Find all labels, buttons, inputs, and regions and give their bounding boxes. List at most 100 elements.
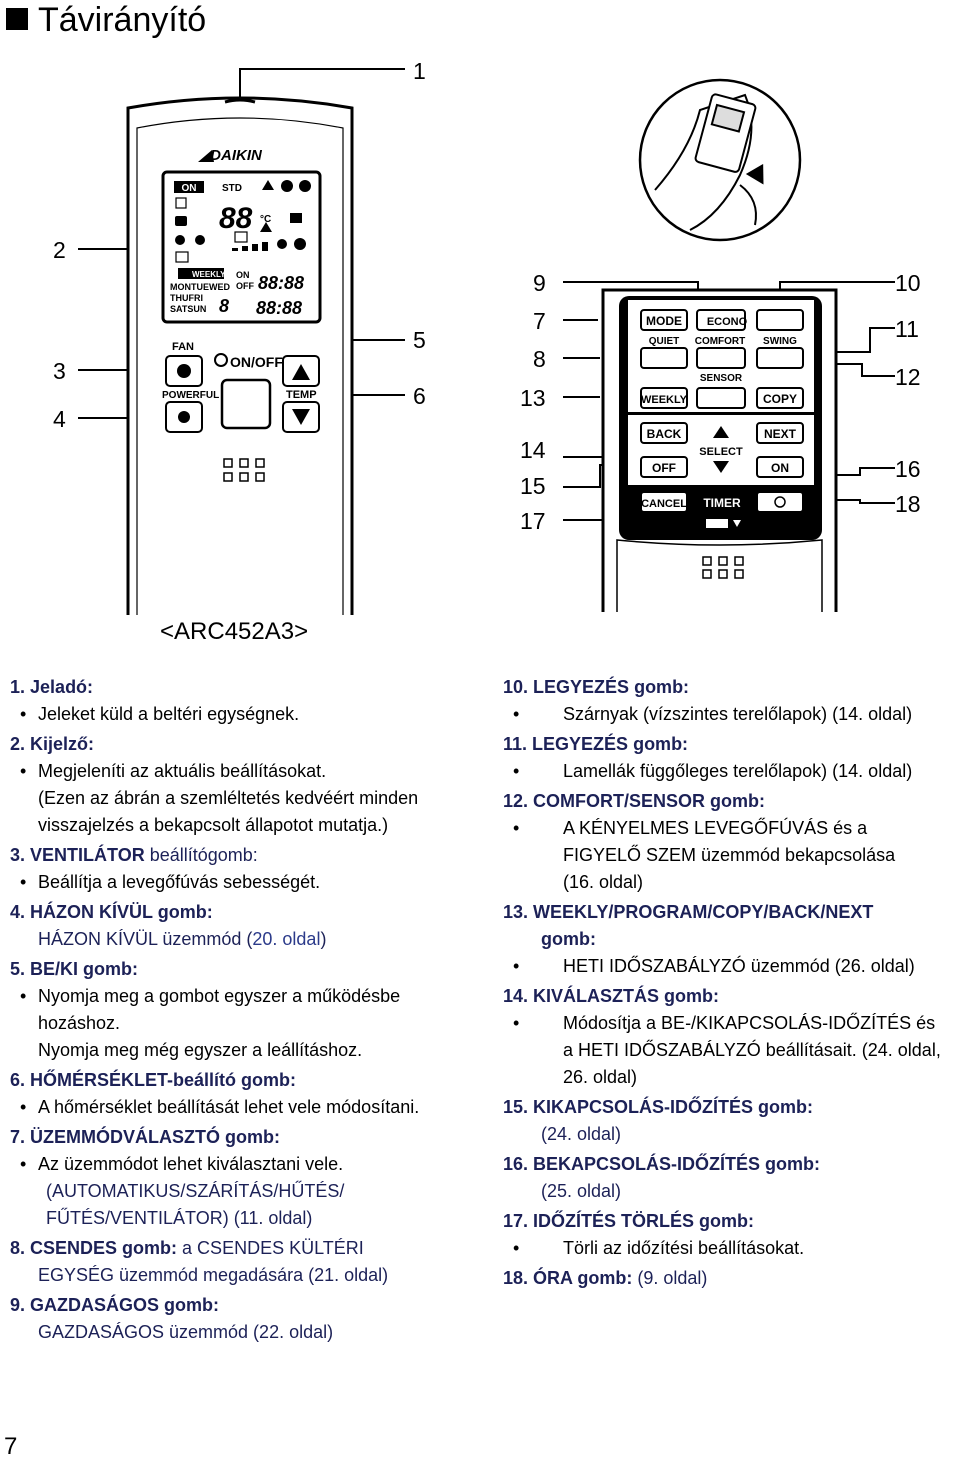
off-label: OFF (652, 461, 676, 475)
comfort-sensor-button[interactable] (696, 347, 746, 369)
item-bullet: Szárnyak (vízszintes terelőlapok) (14. o… (503, 701, 958, 728)
lcd-timer-off: OFF (236, 281, 254, 291)
item-18: 18. ÓRA gomb: (9. oldal) (503, 1265, 958, 1292)
lcd-program-digit: 8 (219, 296, 229, 316)
item-10: 10. LEGYEZÉS gomb: Szárnyak (vízszintes … (503, 674, 958, 728)
item-16: 16. BEKAPCSOLÁS-IDŐZÍTÉS gomb: (25. olda… (503, 1151, 958, 1205)
item-heading: HŐMÉRSÉKLET (30, 1070, 168, 1090)
callout-5: 5 (413, 327, 426, 353)
item-heading-tail: -beállító gomb: (167, 1070, 297, 1090)
item-line: GAZDASÁGOS üzemmód (22. oldal) (38, 1322, 334, 1342)
item-3: 3. VENTILÁTOR beállítógomb: Beállítja a … (10, 842, 480, 896)
item-bullet: Az üzemmódot lehet kiválasztani vele. (10, 1151, 480, 1178)
on-timer-button[interactable] (756, 456, 804, 478)
item-heading: KIKAPCSOLÁS-IDŐZÍTÉS gomb: (533, 1097, 814, 1117)
back-button[interactable] (640, 422, 688, 444)
item-heading: BE/KI gomb: (30, 959, 139, 979)
item-heading: COMFORT/SENSOR gomb: (533, 791, 766, 811)
lcd-time-2: 88:88 (256, 298, 302, 318)
item-13: 13. WEEKLY/PROGRAM/COPY/BACK/NEXT gomb: … (503, 899, 958, 980)
clock-button[interactable] (756, 491, 804, 513)
item-line: (16. oldal) (563, 872, 644, 892)
item-number: 8. (10, 1238, 26, 1258)
item-heading-line: gomb: (541, 929, 596, 949)
mode-button[interactable] (640, 309, 688, 331)
lcd-std-indicator: STD (222, 183, 242, 194)
page-number: 7 (4, 1433, 18, 1460)
lcd-weekly: WEEKLY (192, 270, 226, 279)
lcd-days-1: MONTUEWED (170, 282, 230, 292)
off-timer-button[interactable] (640, 456, 688, 478)
item-number: 7. (10, 1127, 26, 1147)
page-title: Távirányító (0, 0, 206, 40)
item-15: 15. KIKAPCSOLÁS-IDŐZÍTÉS gomb: (24. olda… (503, 1094, 958, 1148)
next-button[interactable] (756, 422, 804, 444)
callout-6: 6 (413, 383, 426, 409)
item-bullet: A KÉNYELMES LEVEGŐFÚVÁS és a (503, 815, 958, 842)
item-bullet: Lamellák függőleges terelőlapok) (14. ol… (503, 758, 958, 785)
item-11: 11. LEGYEZÉS gomb: Lamellák függőleges t… (503, 731, 958, 785)
next-label: NEXT (764, 427, 797, 441)
callout-13: 13 (520, 385, 546, 411)
item-heading: Kijelző: (30, 734, 95, 754)
item-number: 16. (503, 1154, 529, 1174)
callout-2: 2 (53, 237, 66, 263)
callout-3: 3 (53, 358, 66, 384)
item-line: EGYSÉG üzemmód megadására (21. oldal) (38, 1265, 389, 1285)
item-5: 5. BE/KI gomb: Nyomja meg a gombot egysz… (10, 956, 480, 1064)
program-button[interactable] (696, 387, 746, 409)
swing-horizontal-button[interactable] (756, 347, 804, 369)
item-12: 12. COMFORT/SENSOR gomb: A KÉNYELMES LEV… (503, 788, 958, 896)
lcd-timer-on: ON (236, 270, 250, 280)
swing-vertical-button[interactable] (756, 309, 804, 331)
timer-label: TIMER (703, 496, 741, 510)
cancel-button[interactable] (640, 491, 688, 513)
item-8: 8. CSENDES gomb: a CSENDES KÜLTÉRI EGYSÉ… (10, 1235, 480, 1289)
item-line: (24. oldal) (541, 1124, 622, 1144)
lcd-time-1: 88:88 (258, 273, 304, 293)
callout-4: 4 (53, 406, 66, 432)
item-heading-tail: a CSENDES KÜLTÉRI (177, 1238, 364, 1258)
item-line: Nyomja meg még egyszer a leállításhoz. (38, 1040, 363, 1060)
swing-label: SWING (763, 336, 797, 347)
item-number: 14. (503, 986, 529, 1006)
item-heading: LEGYEZÉS gomb: (533, 677, 690, 697)
item-number: 3. (10, 845, 26, 865)
page-reference-link[interactable]: 20. oldal (252, 929, 321, 949)
item-line: 26. oldal) (563, 1067, 638, 1087)
title-square-icon (6, 8, 28, 30)
item-heading-tail: (9. oldal) (632, 1268, 708, 1288)
item-number: 13. (503, 902, 529, 922)
econo-button[interactable] (696, 309, 746, 331)
item-bullet: Jeleket küld a beltéri egységnek. (10, 701, 480, 728)
lcd-temp-digits: 88 (219, 202, 253, 235)
item-number: 6. (10, 1070, 26, 1090)
callout-11: 11 (895, 316, 919, 342)
item-line: FIGYELŐ SZEM üzemmód bekapcsolása (563, 845, 896, 865)
callout-18: 18 (895, 491, 921, 517)
item-number: 18. (503, 1268, 529, 1288)
quiet-label: QUIET (649, 336, 680, 347)
item-bullet: Megjeleníti az aktuális beállításokat. (10, 758, 480, 785)
item-number: 15. (503, 1097, 529, 1117)
item-number: 4. (10, 902, 26, 922)
brand-logo: DAIKIN (210, 147, 263, 164)
quiet-button[interactable] (640, 347, 688, 369)
lcd-unit: °C (260, 214, 271, 225)
item-number: 9. (10, 1295, 26, 1315)
item-line-text: HÁZON KÍVÜL üzemmód ( (38, 929, 253, 949)
callout-17: 17 (520, 508, 546, 534)
onoff-button[interactable] (220, 378, 272, 430)
callout-15: 15 (520, 473, 546, 499)
item-heading: HÁZON KÍVÜL gomb: (30, 902, 213, 922)
lcd-days-3: SATSUN (170, 304, 206, 314)
item-heading: WEEKLY/PROGRAM/COPY/BACK/NEXT (533, 902, 874, 922)
item-6: 6. HŐMÉRSÉKLET-beállító gomb: A hőmérsék… (10, 1067, 480, 1121)
item-heading: IDŐZÍTÉS TÖRLÉS gomb: (533, 1211, 755, 1231)
item-1: 1. Jeladó: Jeleket küld a beltéri egység… (10, 674, 480, 728)
weekly-button[interactable] (640, 387, 688, 409)
copy-button[interactable] (756, 387, 804, 409)
callout-7: 7 (533, 308, 546, 334)
item-line: (AUTOMATIKUS/SZÁRÍTÁS/HŰTÉS/ (46, 1181, 345, 1201)
item-heading-tail: beállítógomb: (144, 845, 258, 865)
